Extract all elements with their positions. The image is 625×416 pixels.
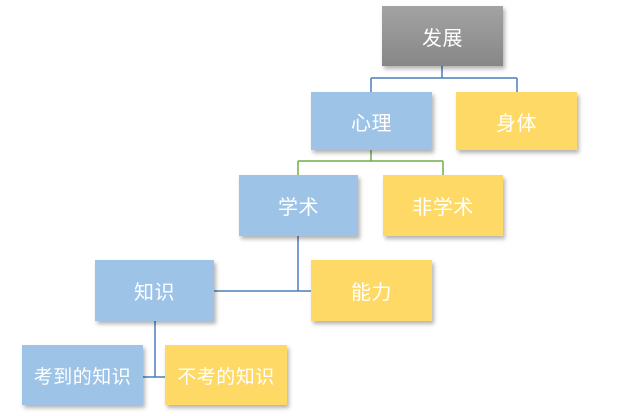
- node-untested-knowledge-label: 不考的知识: [177, 365, 275, 388]
- node-non-academic: 非学术: [383, 175, 503, 236]
- node-tested-knowledge: 考到的知识: [22, 345, 143, 405]
- node-body: 身体: [456, 92, 577, 150]
- node-body-label: 身体: [496, 110, 537, 135]
- node-untested-knowledge: 不考的知识: [165, 345, 287, 405]
- node-academic-label: 学术: [278, 195, 319, 219]
- node-tested-knowledge-label: 考到的知识: [33, 365, 132, 388]
- node-psych-label: 心理: [351, 110, 392, 135]
- node-psych: 心理: [311, 92, 432, 150]
- node-academic: 学术: [239, 175, 358, 236]
- node-ability-label: 能力: [351, 280, 392, 304]
- node-root-label: 发展: [422, 25, 463, 50]
- node-ability: 能力: [311, 260, 432, 321]
- node-non-academic-label: 非学术: [412, 195, 474, 219]
- node-knowledge: 知识: [95, 260, 214, 321]
- node-knowledge-label: 知识: [134, 280, 175, 304]
- node-root: 发展: [382, 6, 503, 66]
